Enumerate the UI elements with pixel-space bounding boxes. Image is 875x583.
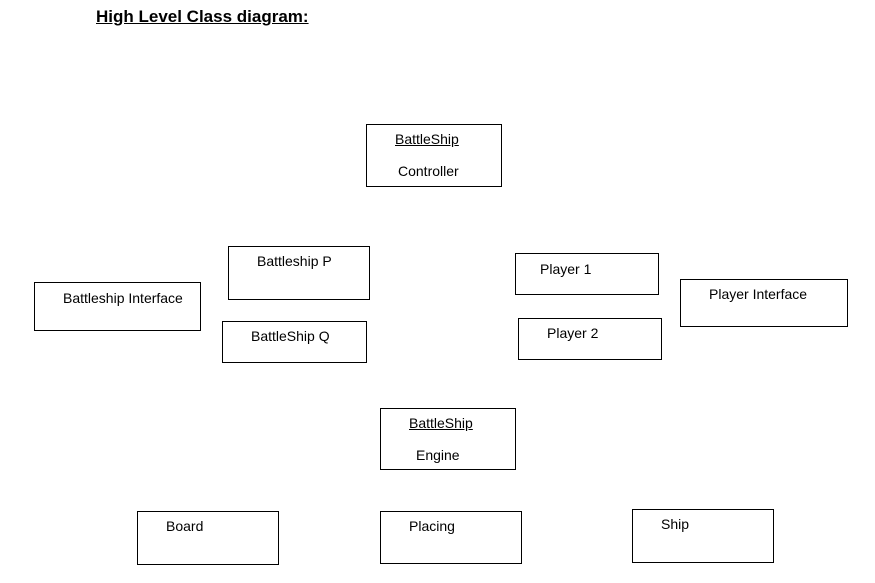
class-box-player-interface: Player Interface <box>680 279 848 327</box>
class-name: Player 2 <box>547 325 599 341</box>
class-name-line1: BattleShip <box>395 131 459 147</box>
class-box-board: Board <box>137 511 279 565</box>
class-name: Battleship Interface <box>63 290 183 306</box>
class-box-battleship-q: BattleShip Q <box>222 321 367 363</box>
class-box-ship: Ship <box>632 509 774 563</box>
class-box-battleship-interface: Battleship Interface <box>34 282 201 331</box>
class-name: Battleship P <box>257 253 332 269</box>
class-name: Player 1 <box>540 261 592 277</box>
class-name-line2: Controller <box>398 163 459 179</box>
class-name: Placing <box>409 518 455 534</box>
class-name: Player Interface <box>709 286 808 302</box>
page-title: High Level Class diagram: <box>96 7 309 26</box>
class-name: Ship <box>661 516 690 532</box>
class-box-player-2: Player 2 <box>518 318 662 360</box>
class-name: Board <box>166 518 204 534</box>
class-box-battleship-controller: BattleShip Controller <box>366 124 502 187</box>
class-box-placing: Placing <box>380 511 522 564</box>
class-box-battleship-engine: BattleShip Engine <box>380 408 516 470</box>
class-name-line2: Engine <box>416 447 460 463</box>
class-box-player-1: Player 1 <box>515 253 659 295</box>
class-name: BattleShip Q <box>251 328 330 344</box>
class-name-line1: BattleShip <box>409 415 473 431</box>
class-box-battleship-p: Battleship P <box>228 246 370 300</box>
